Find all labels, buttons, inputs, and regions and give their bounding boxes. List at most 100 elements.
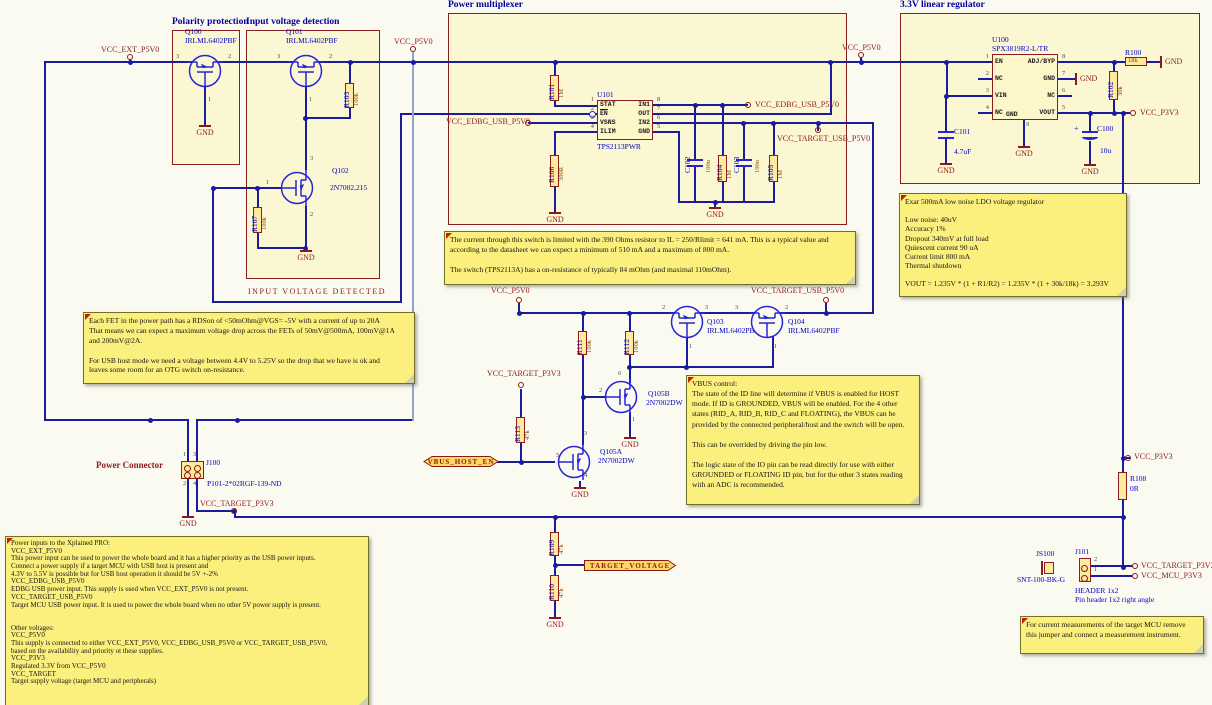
capacitor-value: 4.7uF — [954, 147, 972, 156]
resistor-value: 390R — [558, 166, 565, 181]
gnd-symbol — [1084, 164, 1096, 166]
section-polarity-protection[interactable] — [172, 30, 240, 165]
junction-dot — [235, 418, 240, 423]
wire — [518, 303, 520, 313]
ic-pin-name: NC — [1047, 92, 1055, 99]
note-vbus-control-note[interactable]: VBUS control: The state of the ID line w… — [686, 375, 920, 505]
resistor-value: 100k — [586, 340, 593, 353]
connector-part: SNT-100-BK-G — [1017, 575, 1066, 584]
ic-U101[interactable] — [597, 100, 653, 140]
port-label: VCC_EDBG_USB_P5V0 — [755, 100, 840, 109]
port-VCC_P5V0[interactable] — [410, 46, 416, 52]
port-VCC_EXT_P5V0[interactable] — [127, 54, 133, 60]
port-VCC_TARGET_USB_P5V0[interactable] — [823, 297, 829, 303]
resistor-R108[interactable] — [1118, 472, 1127, 500]
port-VCC_EDBG_USB_P5V0[interactable] — [745, 102, 751, 108]
signal-flag-TARGET_VOLTAGE[interactable] — [583, 559, 677, 572]
ic-pin-name: GND — [1043, 75, 1055, 82]
capacitor-C100-plate[interactable] — [1082, 131, 1098, 133]
gnd-label: GND — [546, 620, 564, 629]
port-VCC_TARGET_P3V3[interactable] — [1132, 563, 1138, 569]
transistor-Q100[interactable] — [183, 47, 227, 91]
resistor-R107[interactable] — [253, 207, 262, 233]
resistor-R113[interactable] — [516, 417, 525, 443]
resistor-R103[interactable] — [345, 83, 354, 108]
junction-dot — [411, 60, 416, 65]
junction-dot — [816, 121, 821, 126]
transistor-ref: Q105A — [600, 447, 623, 456]
resistor-R102[interactable] — [1109, 71, 1118, 100]
wire — [196, 478, 198, 512]
capacitor-C101-plate[interactable] — [938, 137, 954, 139]
wire — [653, 131, 679, 133]
resistor-R110[interactable] — [550, 575, 559, 601]
resistor-ref: R105 — [766, 164, 775, 181]
port-VCC_MCU_P3V3[interactable] — [1132, 573, 1138, 579]
junction-dot — [303, 246, 308, 251]
ic-U100[interactable] — [992, 54, 1058, 120]
transistor-Q105A[interactable] — [554, 440, 598, 484]
port-VCC_P3V3[interactable] — [1130, 110, 1136, 116]
transistor-Q103[interactable] — [665, 298, 709, 342]
wire — [825, 303, 827, 313]
capacitor-C103-plate[interactable] — [736, 159, 752, 161]
signal-flag-VBUS_HOST_EN[interactable] — [423, 455, 499, 468]
connector-pin — [183, 464, 191, 472]
wire — [213, 301, 402, 303]
ic-pin-number: 7 — [1062, 70, 1066, 77]
resistor-R109[interactable] — [550, 532, 559, 556]
capacitor-C101-plate[interactable] — [938, 131, 954, 133]
resistor-R101[interactable] — [550, 75, 559, 101]
gnd-label: GND — [546, 215, 564, 224]
wire — [554, 564, 584, 566]
resistor-R104[interactable] — [718, 155, 727, 182]
port-VCC_TARGET_P3V3[interactable] — [518, 382, 524, 388]
resistor-R105[interactable] — [769, 155, 778, 182]
resistor-R106[interactable] — [550, 155, 559, 187]
note-ldo-note[interactable]: Exar 500mA low noise LDO voltage regulat… — [899, 193, 1127, 297]
ic-pin-name: NC — [995, 109, 1003, 116]
ic-pin-name: GND — [1006, 111, 1018, 118]
wire — [1089, 113, 1091, 133]
port-VCC_TARGET_USB_P5V0[interactable] — [815, 127, 821, 133]
wire — [257, 232, 259, 249]
transistor-ref: Q101 — [286, 27, 303, 36]
capacitor-C103-plate[interactable] — [736, 165, 752, 167]
capacitor-C100-plate[interactable] — [1082, 137, 1098, 140]
capacitor-C102-plate[interactable] — [687, 165, 703, 167]
transistor-Q105B[interactable] — [601, 375, 645, 419]
transistor-Q104[interactable] — [745, 298, 789, 342]
transistor-Q102[interactable] — [277, 166, 321, 210]
junction-dot — [553, 60, 558, 65]
wire — [1122, 500, 1124, 567]
resistor-ref: R107 — [250, 215, 259, 232]
resistor-R100[interactable] — [1125, 57, 1147, 66]
section-title-power-multiplexer: Power multiplexer — [448, 0, 524, 10]
wire — [743, 166, 745, 203]
port-VCC_P5V0[interactable] — [858, 52, 864, 58]
transistor-Q101[interactable] — [284, 47, 328, 91]
port-VCC_P3V3[interactable] — [1125, 455, 1131, 461]
pin-number: 2 — [662, 304, 666, 311]
resistor-R111[interactable] — [578, 331, 587, 355]
ic-pin-name: NC — [995, 75, 1003, 82]
note-current-measure-note[interactable]: For current measurements of the target M… — [1020, 616, 1204, 654]
note-power-inputs-note[interactable]: Power inputs to the Xplained PRO: VCC_EX… — [5, 536, 369, 705]
wire — [204, 85, 206, 125]
junction-dot — [944, 60, 949, 65]
junction-dot — [1112, 111, 1117, 116]
connector-pin — [1080, 564, 1088, 572]
port-VCC_P5V0[interactable] — [516, 297, 522, 303]
resistor-R112[interactable] — [625, 331, 634, 355]
note-mux-current-note[interactable]: The current through this switch is limit… — [444, 231, 856, 285]
port-VCC_TARGET_P3V3[interactable] — [231, 508, 237, 514]
pin-number: 2 — [228, 53, 232, 60]
gnd-label: GND — [621, 440, 639, 449]
capacitor-C102-plate[interactable] — [687, 159, 703, 161]
port-VCC_EDBG_USB_P5V0[interactable] — [525, 120, 531, 126]
note-fet-rdson-note[interactable]: Each FET in the power path has a RDSon o… — [83, 312, 415, 384]
resistor-ref: R106 — [547, 166, 556, 183]
signal-flag-label: TARGET_VOLTAGE — [589, 561, 671, 570]
connector-JS100[interactable] — [1044, 562, 1054, 574]
wire — [187, 478, 189, 518]
